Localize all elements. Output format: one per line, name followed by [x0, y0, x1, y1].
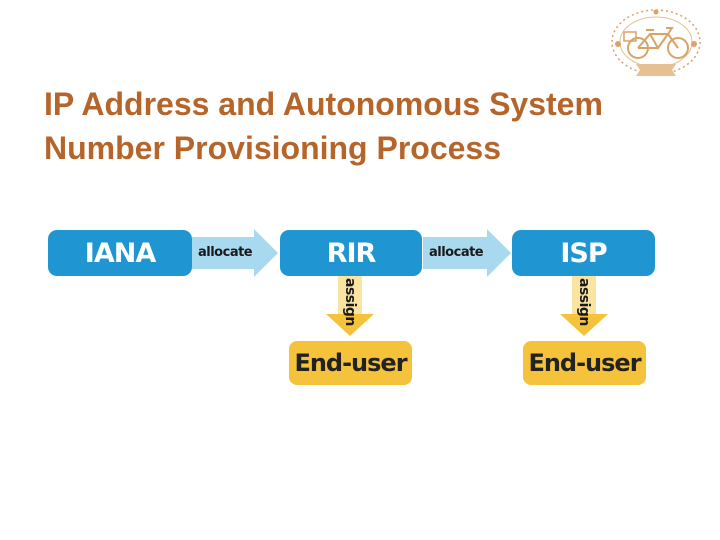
- end-user-node: End-user: [289, 341, 412, 385]
- rir-node-label: RIR: [326, 237, 377, 269]
- iana-node-label: IANA: [84, 237, 156, 269]
- end-user-node: End-user: [523, 341, 646, 385]
- assign-arrow-isp-to-end-user: assign: [560, 276, 608, 336]
- allocate-arrow-iana-to-rir: allocate: [192, 229, 278, 277]
- assign-label: assign: [576, 278, 592, 326]
- arrow-head: [326, 314, 374, 336]
- allocate-arrow-rir-to-isp: allocate: [423, 229, 511, 277]
- isp-node: ISP: [512, 230, 655, 276]
- assign-label: assign: [342, 278, 358, 326]
- arrow-head: [487, 229, 511, 277]
- bicycle-seal-icon: [611, 9, 701, 76]
- arrow-head: [560, 314, 608, 336]
- slide-title: IP Address and Autonomous System Number …: [44, 82, 704, 170]
- end-user-node-label: End-user: [528, 349, 641, 377]
- arrow-shaft: [423, 237, 487, 269]
- arrow-head: [254, 229, 278, 277]
- slide-title-line-2: Number Provisioning Process: [44, 130, 502, 166]
- allocate-label: allocate: [429, 245, 484, 260]
- arrow-shaft: [572, 276, 596, 314]
- isp-node-label: ISP: [560, 237, 607, 269]
- allocate-label: allocate: [198, 245, 253, 260]
- end-user-node-label: End-user: [294, 349, 407, 377]
- arrow-shaft: [338, 276, 362, 314]
- iana-node: IANA: [48, 230, 192, 276]
- slide-title-line-1: IP Address and Autonomous System: [44, 86, 603, 122]
- assign-arrow-rir-to-end-user: assign: [326, 276, 374, 336]
- bicycle-seal-logo-icon: [606, 4, 706, 80]
- arrow-shaft: [192, 237, 254, 269]
- rir-node: RIR: [280, 230, 422, 276]
